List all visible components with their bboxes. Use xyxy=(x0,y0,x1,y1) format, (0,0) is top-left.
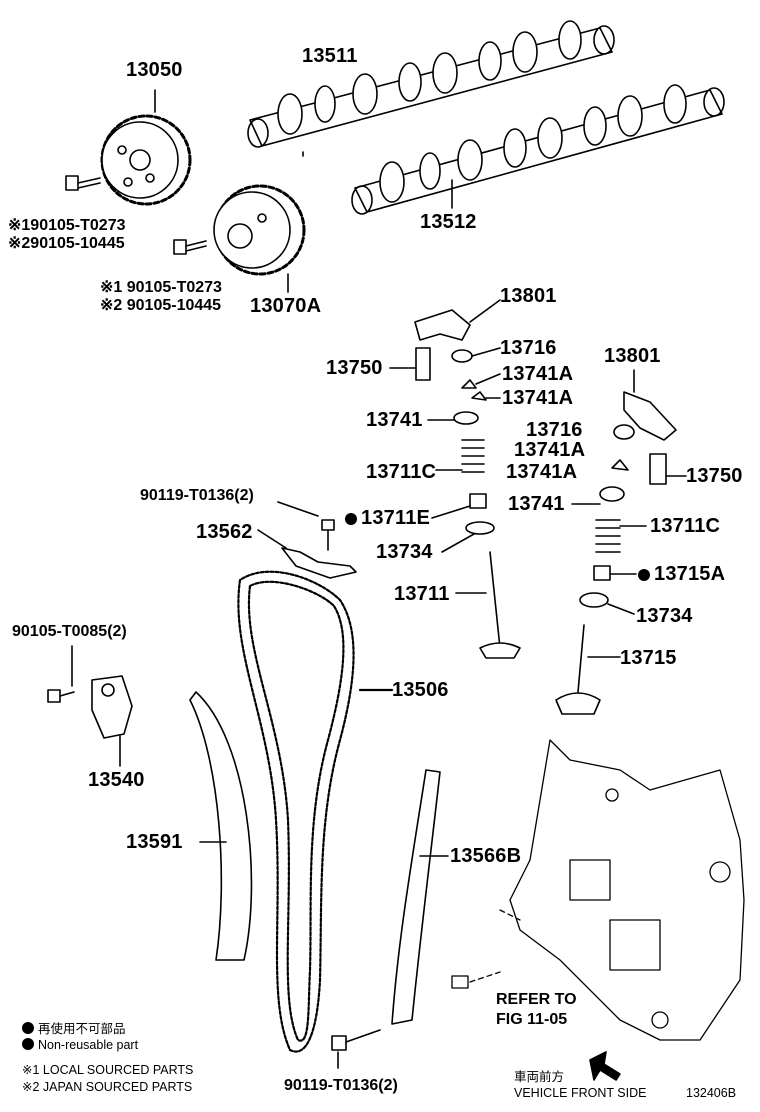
chain-guide-13591 xyxy=(189,691,253,961)
rocker-arm-13801-left xyxy=(414,299,501,341)
label-13715: 13715 xyxy=(620,647,677,669)
label-13715a: 13715A xyxy=(638,564,725,584)
vvt-gear-13050 xyxy=(100,89,192,206)
legend-local: ※1 LOCAL SOURCED PARTS xyxy=(22,1063,194,1077)
valve-13711 xyxy=(455,551,521,659)
bolt-vvt1 xyxy=(65,175,101,191)
keepers-13741a-left xyxy=(461,373,501,401)
shim-13716-right xyxy=(613,424,635,440)
legend-japan: ※2 JAPAN SOURCED PARTS xyxy=(22,1080,193,1094)
label-13716-right: 13716 xyxy=(526,419,583,441)
label-13566b: 13566B xyxy=(450,845,522,867)
label-13711c-right: 13711C xyxy=(650,515,721,537)
label-13511: 13511 xyxy=(302,45,358,67)
label-90119-lower: 90119-T0136(2) xyxy=(284,1077,398,1094)
non-reusable-dot-icon xyxy=(638,569,650,581)
label-13070a: 13070A xyxy=(250,295,322,317)
bolt-90119-upper xyxy=(277,501,335,551)
label-13506: 13506 xyxy=(392,679,449,701)
label-13711: 13711 xyxy=(394,583,450,605)
rocker-arm-13801-right xyxy=(623,369,677,441)
bolt-90105-t0085 xyxy=(47,645,75,703)
footer-fig-id: 132406B xyxy=(686,1086,737,1100)
label-13801-right: 13801 xyxy=(604,345,661,367)
label-13716-left: 13716 xyxy=(500,337,557,359)
legend-en-text: Non-reusable part xyxy=(38,1038,139,1052)
seal-13711e xyxy=(431,493,487,519)
label-13741-left: 13741 xyxy=(366,409,423,431)
lash-adjuster-13750-right xyxy=(649,453,687,485)
chain-guide-13566b xyxy=(391,769,449,1025)
label-90119-upper: 90119-T0136(2) xyxy=(140,487,254,504)
label-13711e-text: 13711E xyxy=(361,507,431,529)
camshaft-13512 xyxy=(351,84,725,215)
label-13750-right: 13750 xyxy=(686,465,743,487)
seal-13715a xyxy=(593,565,637,581)
label-bolt-vvt2-b: ※2 90105-10445 xyxy=(100,297,222,314)
bolt-vvt2 xyxy=(173,239,207,255)
bracket-13562 xyxy=(257,529,357,579)
vvt-gear-13070a xyxy=(213,184,306,293)
footer-vehicle-front: VEHICLE FRONT SIDE xyxy=(514,1086,647,1100)
label-13512: 13512 xyxy=(420,211,477,233)
label-13734-right: 13734 xyxy=(636,605,693,627)
label-refer-1: REFER TO xyxy=(496,991,577,1008)
lash-adjuster-13750-left xyxy=(389,347,431,381)
label-13741a-2: 13741A xyxy=(502,387,574,409)
vehicle-front-arrow xyxy=(589,1051,621,1081)
label-bolt-vvt2-a: ※1 90105-T0273 xyxy=(100,279,222,296)
shim-13716-left xyxy=(451,347,501,363)
valve-13715 xyxy=(555,624,621,715)
label-bolt-vvt1-a: ※190105-T0273 xyxy=(8,217,126,234)
timing-chain-13506 xyxy=(237,570,394,1053)
engine-block xyxy=(451,739,745,1041)
spring-13711c-left xyxy=(435,439,485,473)
keepers-13741a-right xyxy=(611,459,629,471)
label-13750-left: 13750 xyxy=(326,357,383,379)
label-13050: 13050 xyxy=(126,59,183,81)
label-13801-left: 13801 xyxy=(500,285,557,307)
label-13741a-3: 13741A xyxy=(514,439,586,461)
label-13540: 13540 xyxy=(88,769,145,791)
camshaft-13511 xyxy=(247,20,615,157)
label-13711c-left: 13711C xyxy=(366,461,437,483)
legend-en-nonreusable: Non-reusable part xyxy=(22,1038,138,1052)
bolt-90119-lower xyxy=(331,1029,381,1069)
label-13591: 13591 xyxy=(126,831,183,853)
label-13741a-1: 13741A xyxy=(502,363,574,385)
non-reusable-dot-icon xyxy=(345,513,357,525)
label-13741-right: 13741 xyxy=(508,493,565,515)
label-13734-left: 13734 xyxy=(376,541,433,563)
label-13562: 13562 xyxy=(196,521,253,543)
retainer-13741-left xyxy=(427,411,479,425)
footer-jp-front: 車両前方 xyxy=(514,1070,565,1084)
tensioner-13540 xyxy=(91,675,133,767)
spring-13711c-right xyxy=(595,519,647,553)
label-bolt-vvt1-b: ※290105-10445 xyxy=(8,235,125,252)
label-13715a-text: 13715A xyxy=(654,563,726,585)
legend-jp-text: 再使用不可部品 xyxy=(38,1022,126,1036)
label-13711e: 13711E xyxy=(345,508,430,528)
label-refer-2: FIG 11-05 xyxy=(496,1011,568,1028)
non-reusable-dot-icon xyxy=(22,1022,34,1034)
label-90105-t0085: 90105-T0085(2) xyxy=(12,623,127,640)
legend-jp-nonreusable: 再使用不可部品 xyxy=(22,1018,126,1037)
retainer-13741-right xyxy=(571,486,625,505)
non-reusable-dot-icon xyxy=(22,1038,34,1050)
washer-13734-right xyxy=(579,592,635,615)
washer-13734-left xyxy=(441,521,495,553)
label-13741a-4: 13741A xyxy=(506,461,578,483)
